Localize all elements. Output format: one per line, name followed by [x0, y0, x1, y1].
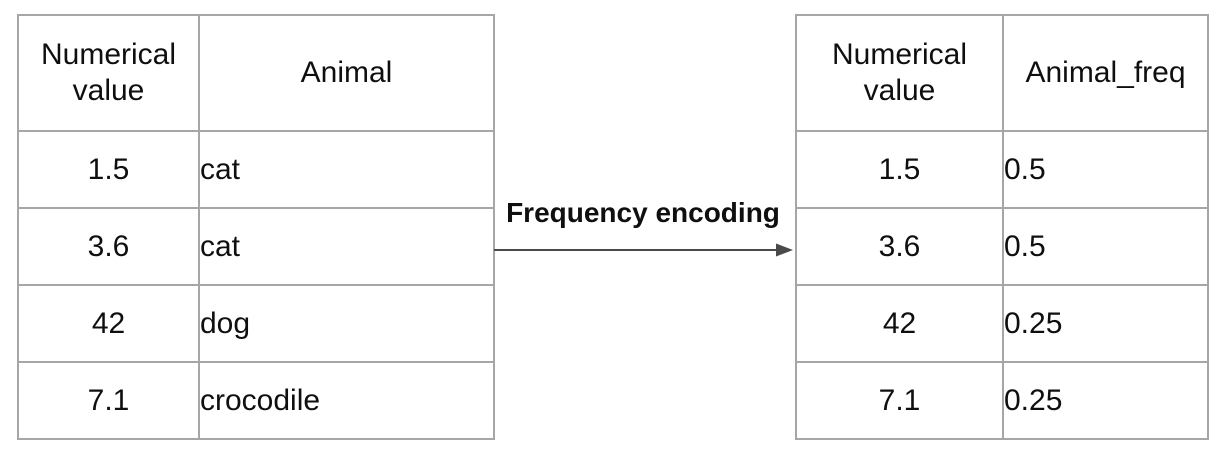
table-row: 1.5 0.5 — [795, 130, 1209, 209]
animal-cell: cat — [198, 130, 495, 209]
column-header-numerical-value: Numerical value — [17, 14, 200, 132]
numerical-value-cell: 7.1 — [795, 361, 1004, 440]
table-header-row: Numerical value Animal — [17, 14, 495, 132]
arrow-right-icon — [494, 243, 793, 257]
animal-cell: crocodile — [198, 361, 495, 440]
animal-freq-cell: 0.5 — [1002, 207, 1209, 286]
column-header-animal-freq: Animal_freq — [1002, 14, 1209, 132]
animal-freq-cell: 0.25 — [1002, 361, 1209, 440]
original-data-table: Numerical value Animal 1.5 cat 3.6 cat 4… — [17, 14, 495, 440]
table-row: 7.1 crocodile — [17, 361, 495, 440]
table-row: 42 0.25 — [795, 284, 1209, 363]
animal-freq-cell: 0.25 — [1002, 284, 1209, 363]
table-row: 42 dog — [17, 284, 495, 363]
encoded-data-table: Numerical value Animal_freq 1.5 0.5 3.6 … — [795, 14, 1209, 440]
table-row: 3.6 0.5 — [795, 207, 1209, 286]
transformation-label: Frequency encoding — [506, 197, 780, 228]
column-header-animal: Animal — [198, 14, 495, 132]
animal-cell: cat — [198, 207, 495, 286]
table-header-row: Numerical value Animal_freq — [795, 14, 1209, 132]
numerical-value-cell: 1.5 — [795, 130, 1004, 209]
numerical-value-cell: 3.6 — [795, 207, 1004, 286]
animal-cell: dog — [198, 284, 495, 363]
table-row: 3.6 cat — [17, 207, 495, 286]
numerical-value-cell: 1.5 — [17, 130, 200, 209]
animal-freq-cell: 0.5 — [1002, 130, 1209, 209]
numerical-value-cell: 42 — [795, 284, 1004, 363]
numerical-value-cell: 7.1 — [17, 361, 200, 440]
transformation-connector: Frequency encoding — [493, 196, 793, 258]
numerical-value-cell: 42 — [17, 284, 200, 363]
column-header-numerical-value: Numerical value — [795, 14, 1004, 132]
numerical-value-cell: 3.6 — [17, 207, 200, 286]
table-row: 7.1 0.25 — [795, 361, 1209, 440]
table-row: 1.5 cat — [17, 130, 495, 209]
